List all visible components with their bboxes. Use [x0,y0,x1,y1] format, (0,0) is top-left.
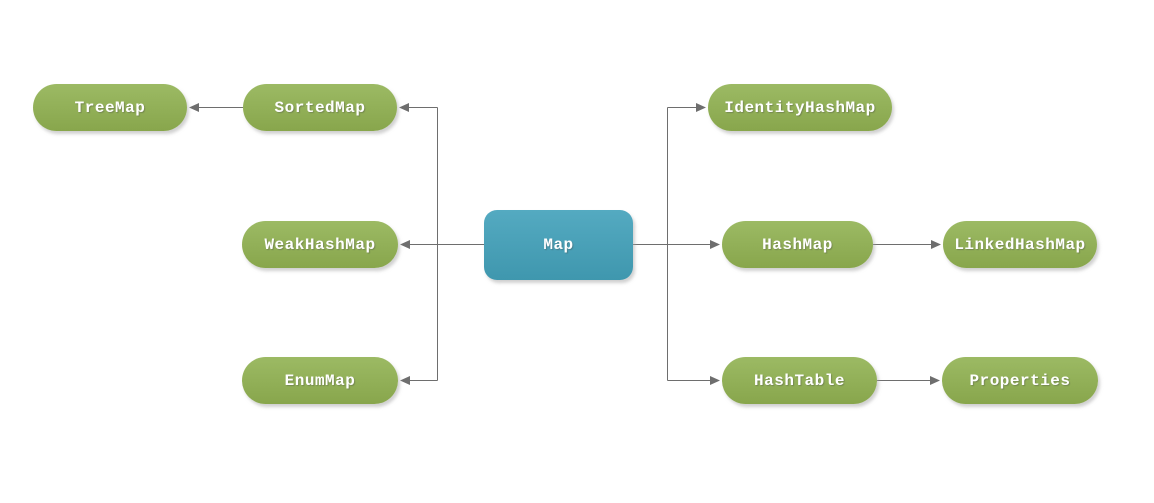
node-hashtable: HashTable [722,357,877,404]
node-properties-label: Properties [969,371,1071,390]
node-enummap-label: EnumMap [284,371,356,390]
node-weakhashmap-label: WeakHashMap [264,235,376,254]
node-treemap: TreeMap [33,84,187,131]
node-hashmap-label: HashMap [762,235,833,254]
node-enummap: EnumMap [242,357,398,404]
node-properties: Properties [942,357,1098,404]
node-treemap-label: TreeMap [74,98,146,117]
node-identityhashmap-label: IdentityHashMap [724,98,876,117]
node-map: Map [484,210,633,280]
node-identityhashmap: IdentityHashMap [708,84,892,131]
node-linkedhashmap-label: LinkedHashMap [954,235,1086,254]
node-linkedhashmap: LinkedHashMap [943,221,1097,268]
node-sortedmap: SortedMap [243,84,397,131]
node-map-label: Map [543,236,574,254]
node-hashtable-label: HashTable [754,371,845,390]
node-weakhashmap: WeakHashMap [242,221,398,268]
node-hashmap: HashMap [722,221,873,268]
node-sortedmap-label: SortedMap [274,98,366,117]
